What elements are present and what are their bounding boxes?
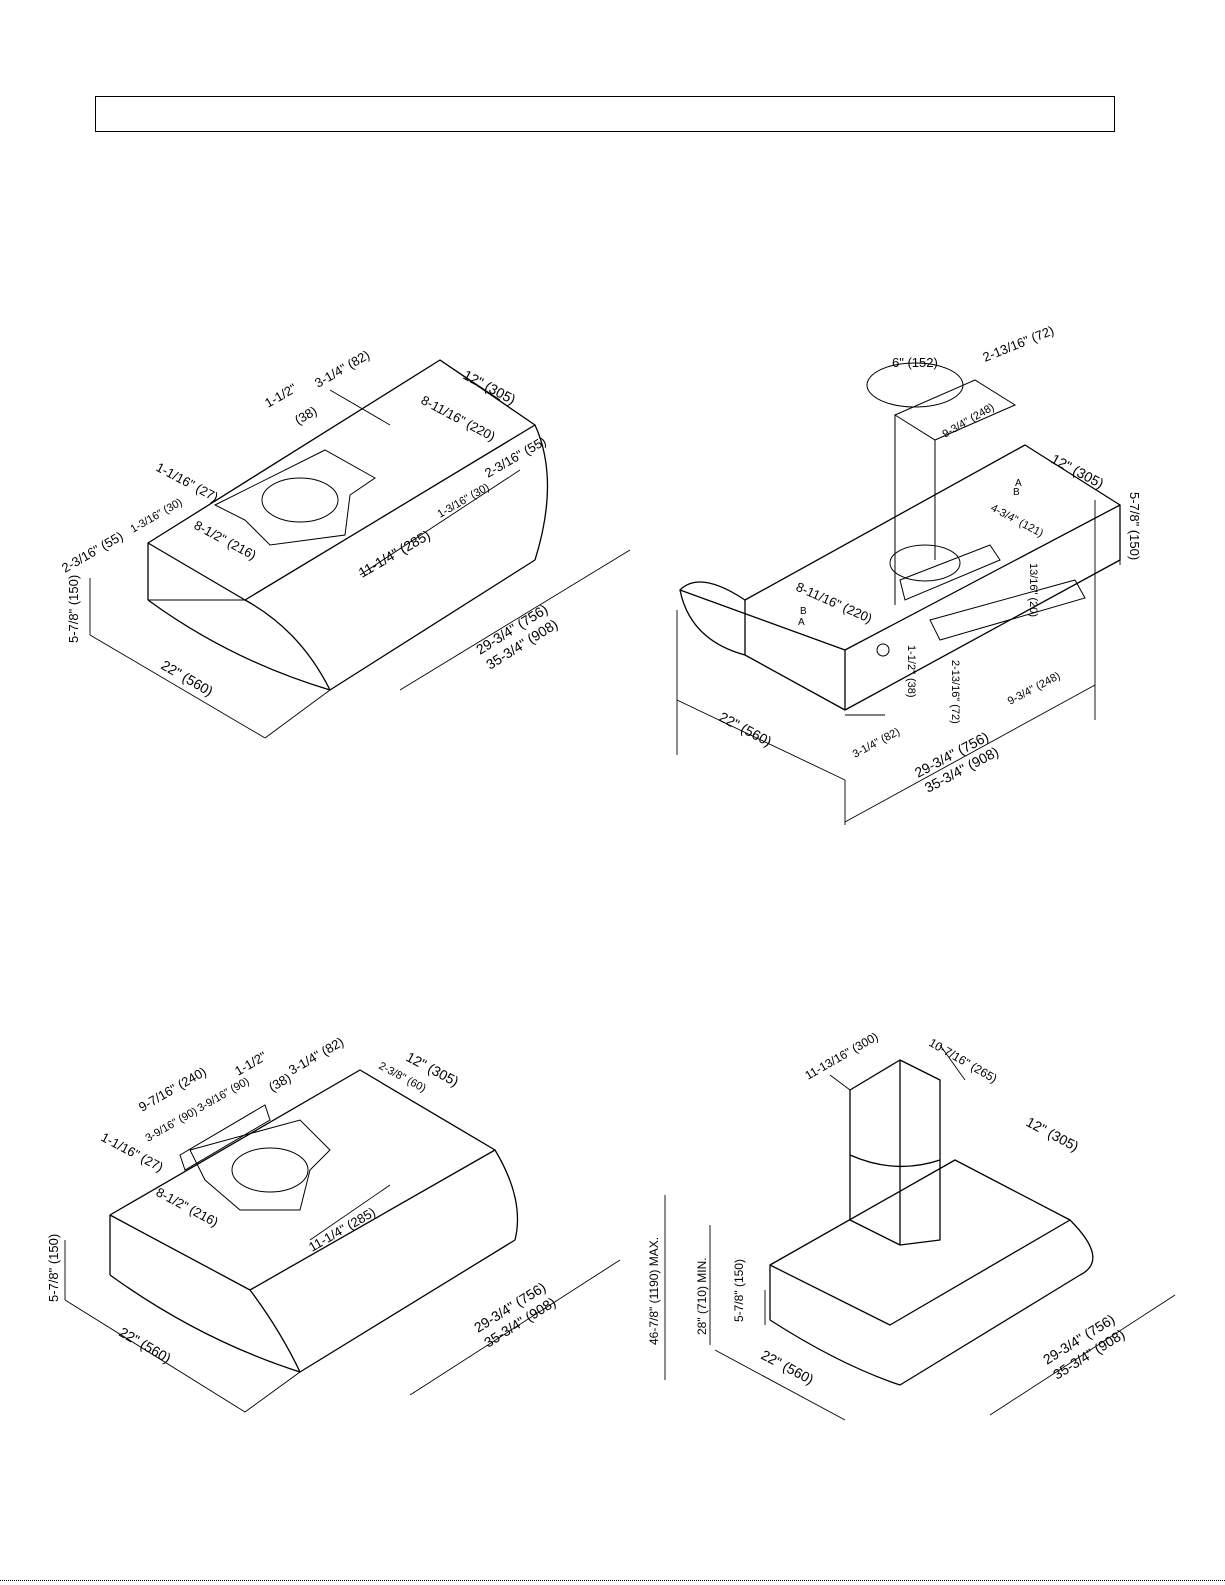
hood-outline-top-left [147,359,549,691]
hood-outline-bottom-left [109,1069,519,1373]
dim-label: 5-7/8" (150) [46,1234,61,1302]
dim-label: 12" (305) [1024,1114,1082,1155]
dimension-lines-bottom-left [64,1184,621,1413]
dim-label: 5-7/8" (150) [732,1259,746,1322]
dim-label: 1-1/2" [905,645,917,674]
dimension-lines-top-left [89,359,631,739]
dim-label: 28" (710) MIN. [695,1257,709,1335]
hood-outline-bottom-right [769,1059,1094,1386]
dimension-lines-top-right [676,500,1121,825]
dim-label: 6" (152) [892,355,938,370]
dim-label: (38) [905,678,917,698]
dim-label: 5-7/8" (150) [1127,492,1142,560]
header-box [95,96,1115,132]
dim-label: 11-13/16" (300) [803,1029,881,1082]
dim-label: 5-7/8" (150) [66,575,81,643]
dim-label: B [800,606,807,617]
dim-label: 46-7/8" (1190) MAX. [647,1237,661,1345]
dim-label: A [798,617,805,628]
dim-label: B [1013,487,1020,498]
page-bottom-rule [0,1580,1225,1581]
dimension-lines-bottom-right [664,1044,1176,1421]
dim-label: 22" (560) [759,1347,817,1388]
dim-label: 2-13/16" (72) [949,660,961,724]
dim-label: A [1015,478,1022,489]
dim-label: 13/16" (20) [1027,563,1039,617]
